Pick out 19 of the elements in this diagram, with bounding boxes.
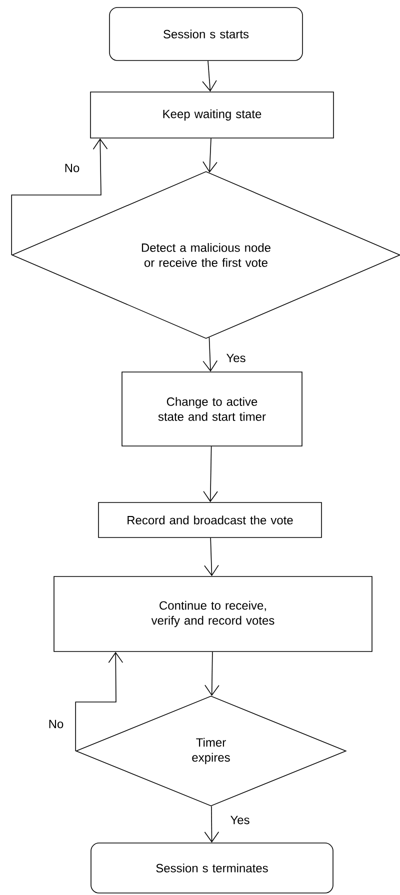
arrow [11,138,108,256]
terminal-box: Session s terminates [90,842,334,894]
arrow [204,806,220,843]
process-box: Change to active state and start timer [122,372,302,446]
arrow [203,446,218,502]
arrow [204,538,219,576]
arrow [75,652,124,752]
arrow [204,652,220,696]
edge-label: Yes [225,352,247,364]
terminal-box: Session s starts [109,7,303,61]
arrow [202,337,218,372]
process-box: Record and broadcast the vote [98,502,322,538]
process-box: Continue to receive, verify and record votes [54,576,372,652]
edge-label: No [47,718,65,730]
edge-label: Yes [229,814,251,826]
arrow [202,138,218,173]
edge-label: No [63,162,81,174]
arrow [202,60,217,92]
process-box: Keep waiting state [90,92,334,138]
